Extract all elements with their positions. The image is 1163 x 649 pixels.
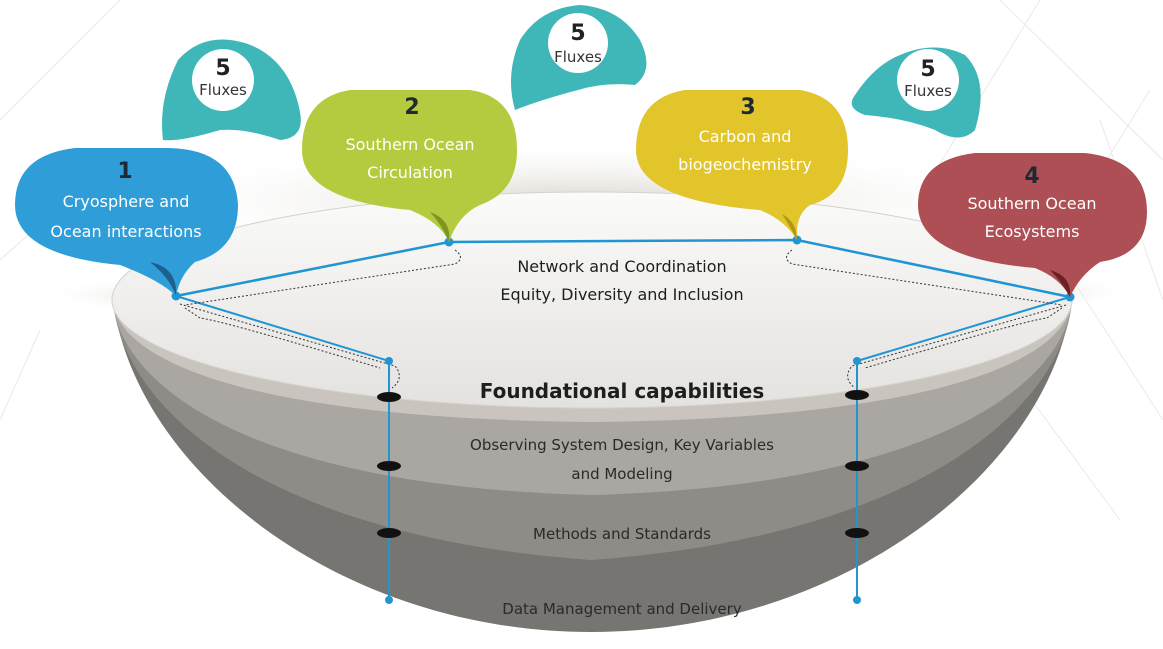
connector-main [175,238,1071,299]
flux-label: Fluxes [554,48,602,66]
theme-balloon-1: 1 Cryosphere and Ocean interactions [15,148,238,296]
foundation-title: Foundational capabilities [480,379,765,403]
layer-label-observing-line1: Observing System Design, Key Variables [470,436,774,454]
theme-number: 2 [404,95,419,120]
theme-number: 1 [117,159,132,184]
layer-peg [845,528,869,538]
network-line1: Network and Coordination [517,257,726,276]
layer-peg [845,390,869,400]
theme-title-line1: Southern Ocean [967,194,1096,213]
theme-balloon-2: 2 Southern Ocean Circulation [302,90,517,242]
theme-title-line1: Southern Ocean [345,135,474,154]
theme-balloon-4: 4 Southern Ocean Ecosystems [918,153,1147,297]
flux-bubble-left: 5 Fluxes [162,39,301,141]
node-dot [853,596,861,604]
layer-peg [377,528,401,538]
layer-peg [377,392,401,402]
node-dot [385,596,393,604]
theme-title-line2: Ecosystems [985,222,1080,241]
flux-label: Fluxes [199,81,247,99]
flux-label: Fluxes [904,82,952,100]
theme-title-line1: Carbon and [699,127,792,146]
flux-number: 5 [215,56,230,81]
theme-title-line1: Cryosphere and [63,192,190,211]
theme-title-line2: Ocean interactions [50,222,201,241]
flux-number: 5 [570,21,585,46]
foundation-bowl [111,191,1073,632]
node-dot [853,357,861,365]
layer-peg [845,461,869,471]
flux-bubble-center: 5 Fluxes [511,5,647,110]
flux-number: 5 [920,57,935,82]
flux-badge [897,49,959,111]
theme-balloon-3: 3 Carbon and biogeochemistry [636,90,848,240]
layer-label-methods: Methods and Standards [533,525,711,543]
theme-title-line2: biogeochemistry [678,155,812,174]
flux-bubble-right: 5 Fluxes [851,47,981,138]
layer-label-observing-line2: and Modeling [571,465,672,483]
flux-badge [192,49,254,111]
node-dot [385,357,393,365]
theme-number: 3 [740,95,755,120]
dotted-outline-left [179,249,461,389]
theme-title-line2: Circulation [367,163,453,182]
dotted-outline-right [786,249,1067,389]
layer-label-data-management: Data Management and Delivery [502,600,742,618]
connector-lines [171,235,1075,604]
theme-number: 4 [1024,164,1039,189]
flux-badge [548,13,608,73]
layer-peg [377,461,401,471]
network-line2: Equity, Diversity and Inclusion [500,285,743,304]
